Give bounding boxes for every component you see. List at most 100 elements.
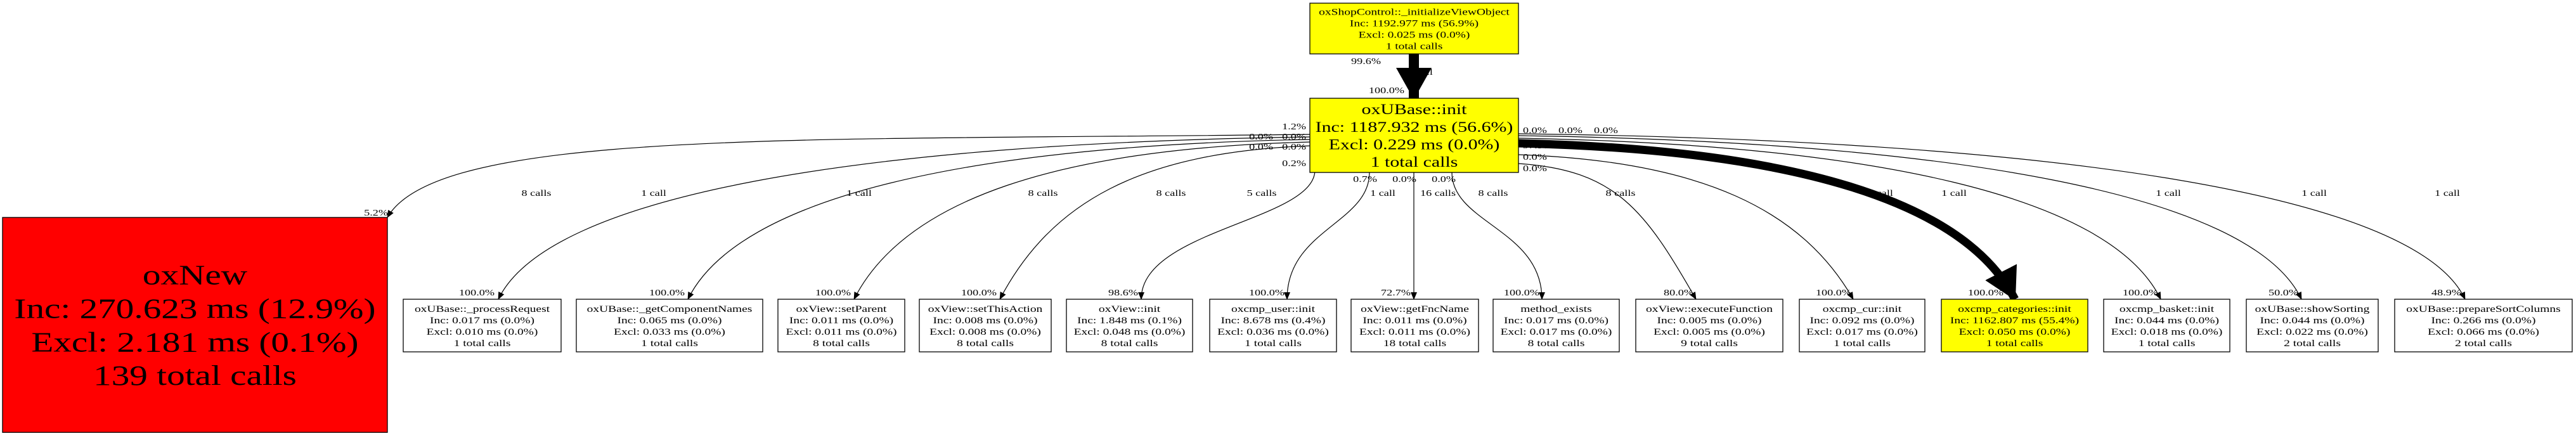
node-excl-text: Excl: 0.017 ms (0.0%) [1501,326,1612,337]
node-box[interactable] [1350,299,1479,352]
node-inc-text: Inc: 1.848 ms (0.1%) [1077,315,1182,325]
edge-caller-pct-label: 97.9% [1523,141,1553,151]
node-label-text: oxcmp_categories::init [1958,304,2071,314]
node-calls-text: 1 total calls [1245,338,1302,348]
edge-callee-pct-label: 100.0% [459,288,495,298]
node-label-text: oxNew [143,261,247,291]
node-calls-text: 1 total calls [454,338,511,348]
node-box[interactable] [1799,299,1926,352]
node-label-text: oxUBase::prepareSortColumns [2406,304,2561,314]
edge-line[interactable] [1518,154,1854,300]
edge-line[interactable] [498,136,1311,300]
node-calls-text: 1 total calls [641,338,698,348]
node-inc-text: Inc: 8.678 ms (0.4%) [1221,315,1326,325]
call-edge[interactable]: 5 calls 0.2% 98.6% [1108,158,1316,300]
edge-callee-pct-label: 72.7% [1381,288,1411,298]
edge-caller-pct-label: 0.0% [1594,126,1618,136]
edge-line[interactable] [1518,138,2161,300]
node-box[interactable] [576,299,763,352]
edge-caller-pct-label: 0.0% [1558,126,1582,136]
node-box[interactable] [1066,299,1193,352]
edge-line[interactable] [999,145,1311,300]
node-box[interactable] [2394,299,2573,352]
node-box[interactable] [2,217,388,433]
node-inc-text: Inc: 0.044 ms (0.0%) [2260,315,2365,325]
edge-caller-pct-label: 0.0% [1249,142,1273,152]
node-box[interactable] [777,299,905,352]
node-box[interactable] [403,299,562,352]
edge-caller-pct-label: 0.7% [1353,174,1377,184]
edge-line[interactable] [1284,172,1370,300]
node-excl-text: Excl: 0.048 ms (0.0%) [1074,326,1186,337]
edge-callee-pct-label: 100.0% [815,288,851,298]
edge-callee-pct-label: 5.2% [364,208,388,218]
edge-callee-pct-label: 100.0% [1968,288,2003,298]
edge-calls-label: 8 calls [1479,188,1508,198]
node-calls-text: 8 total calls [1101,338,1158,348]
node-label-text: oxUBase::init [1361,101,1467,117]
node-box[interactable] [1309,3,1519,55]
edge-line[interactable] [1138,169,1316,300]
edge-line[interactable] [387,134,1311,218]
edge-caller-pct-label: 0.2% [1282,158,1306,169]
node-box[interactable] [1941,299,2088,352]
edge-calls-label: 5 calls [1247,188,1277,198]
edge-caller-pct-label: 0.0% [1282,132,1306,142]
edge-line[interactable] [1518,139,2019,301]
node-label-text: oxUBase::_getComponentNames [587,304,753,314]
node-box[interactable] [1492,299,1620,352]
edge-callee-pct-label: 98.6% [1108,288,1138,298]
node-label-text: oxUBase::showSorting [2255,304,2370,314]
edge-line[interactable] [1518,133,2466,300]
node-excl-text: Excl: 0.036 ms (0.0%) [1217,326,1329,337]
node-calls-text: 8 total calls [813,338,870,348]
edge-line[interactable] [853,141,1311,300]
edge-line[interactable] [1518,135,2302,300]
node-box[interactable] [919,299,1052,352]
node-box[interactable] [1209,299,1337,352]
edge-line[interactable] [1518,163,1697,300]
node-box[interactable] [1309,98,1519,173]
node-calls-text: 8 total calls [1528,338,1585,348]
node-label-text: oxcmp_user::init [1231,304,1315,314]
node-box[interactable] [2103,299,2230,352]
node-box[interactable] [2246,299,2379,352]
node-calls-text: 1 total calls [1834,338,1891,348]
edge-line[interactable] [687,139,1311,300]
function-node-top[interactable]: oxShopControl::_initializeViewObjectInc:… [1309,3,1519,55]
node-box[interactable] [1635,299,1783,352]
edge-line[interactable] [1451,172,1545,300]
